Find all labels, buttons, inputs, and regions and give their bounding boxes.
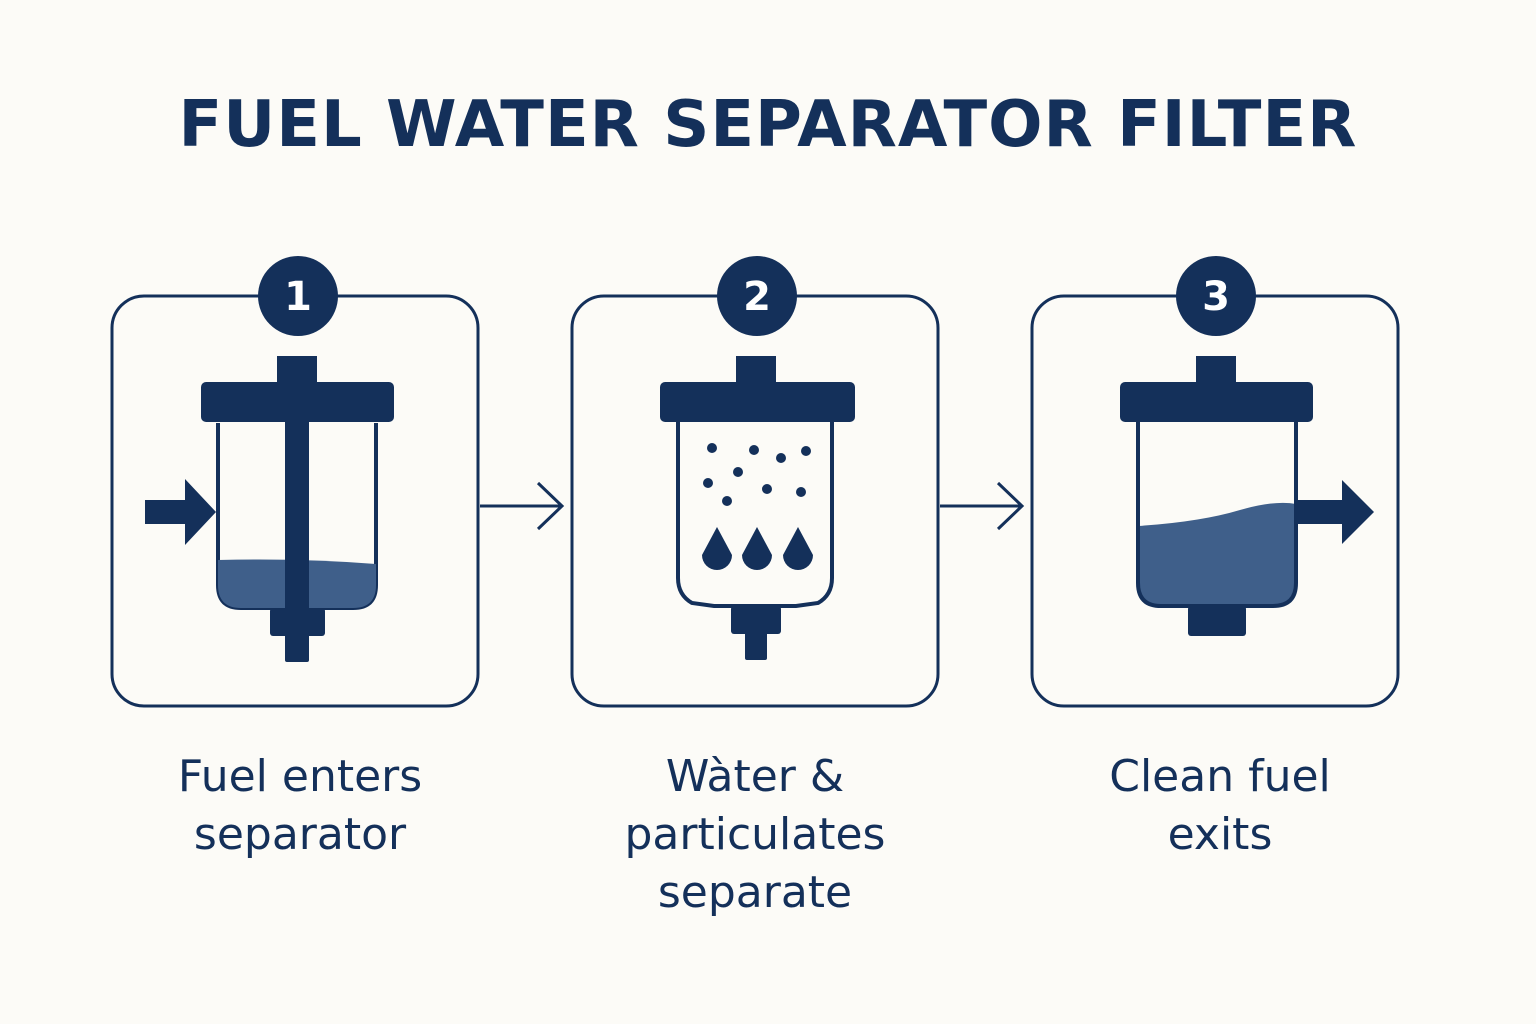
filter-icon [1120,356,1313,636]
step-1-number: 1 [284,274,312,320]
particulates-icon [703,443,811,506]
arrow-right-icon [940,481,1025,531]
water-drop-icon [702,527,813,570]
arrow-right-icon [480,481,565,531]
step-2-panel: 2 [570,256,940,708]
outlet-arrow-icon [1298,480,1374,544]
step-2-badge [717,256,797,336]
caption-line: separator [193,809,407,860]
step-2-caption: Wàter & particulates separate [565,748,945,922]
caption-line: particulates [624,809,886,860]
step-3-badge [1176,256,1256,336]
step-3-panel: 3 [1030,256,1400,708]
filter-icon [201,356,394,662]
step-3-caption: Clean fuel exits [1030,748,1410,864]
step-3-number: 3 [1202,274,1230,320]
page-title: FUEL WATER SEPARATOR FILTER [178,88,1358,162]
filter-icon [660,356,855,660]
step-1-panel: 1 [110,256,480,708]
step-1-badge [258,256,338,336]
step-2-number: 2 [743,274,771,320]
caption-line: exits [1167,809,1273,860]
step-1-caption: Fuel enters separator [110,748,490,864]
caption-line: Clean fuel [1109,751,1331,802]
caption-line: Fuel enters [177,751,423,802]
caption-line: separate [657,867,853,918]
caption-line: Wàter & [665,751,845,802]
inlet-arrow-icon [145,479,216,545]
